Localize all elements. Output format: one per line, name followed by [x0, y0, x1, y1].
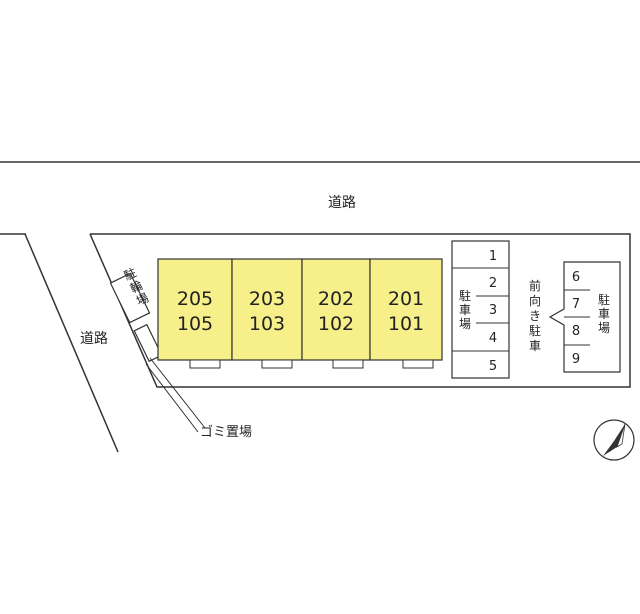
unit-block-203-103: [231, 258, 303, 361]
parking-slot-label: 2: [489, 276, 497, 291]
unit-label-upper: 205: [177, 288, 213, 310]
unit-label-upper: 201: [388, 288, 424, 310]
unit-block-202-102: [301, 258, 371, 361]
parking-slot-label: 7: [572, 297, 580, 312]
parking-slot-label: 9: [572, 352, 580, 367]
parking-slot-label: 3: [489, 303, 497, 318]
entrance-step: [261, 359, 293, 369]
garbage-leader-1: [149, 357, 206, 429]
garbage-area: [133, 323, 163, 363]
parking-area-a: 1 2 3 4 5: [451, 240, 510, 379]
bicycle-parking-label: 駐輪場: [121, 265, 151, 309]
unit-label-lower: 105: [177, 313, 213, 335]
garbage-area-label: ゴミ置場: [200, 424, 252, 440]
left-road-line: [24, 233, 119, 453]
parking-a-label: 駐車場: [459, 288, 471, 331]
left-road-label: 道路: [80, 331, 108, 347]
unit-label-lower: 101: [388, 313, 424, 335]
bicycle-parking: [109, 272, 151, 324]
garbage-leader-2: [145, 363, 199, 433]
unit-label-upper: 203: [249, 288, 285, 310]
parking-slot-label: 8: [572, 324, 580, 339]
parking-slot-label: 4: [489, 331, 497, 346]
parking-b-label: 駐車場: [598, 292, 610, 335]
building: 205 105 203 103 202 102 201 101: [157, 258, 443, 369]
entrance-step: [402, 359, 434, 369]
parking-slot-label: 5: [489, 359, 497, 374]
unit-label-upper: 202: [318, 288, 354, 310]
north-arrow-icon: [593, 419, 635, 461]
entrance-step: [189, 359, 221, 369]
unit-label-lower: 103: [249, 313, 285, 335]
parking-slot-label: 6: [572, 270, 580, 285]
unit-label-lower: 102: [318, 313, 354, 335]
site-boundary: [89, 233, 631, 388]
parking-area-b: 6 7 8 9: [548, 261, 621, 373]
forward-parking-note: 前向き駐車: [529, 278, 541, 353]
parking-slot-label: 1: [489, 249, 497, 264]
entrance-step: [332, 359, 364, 369]
top-road-label: 道路: [328, 195, 356, 211]
unit-block-201-101: [369, 258, 443, 361]
